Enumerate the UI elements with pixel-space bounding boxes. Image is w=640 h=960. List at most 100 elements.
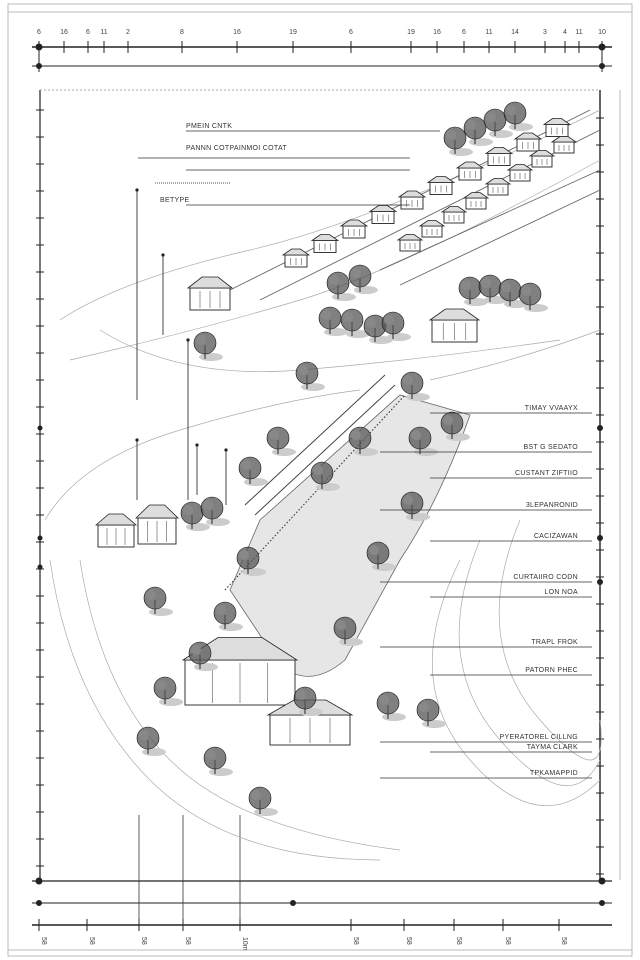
- tree-icon: [340, 308, 370, 338]
- side-scale-ticks: [36, 109, 604, 875]
- tree-icon: [478, 274, 508, 304]
- tree-icon: [400, 371, 430, 401]
- top-ruler-label: 19: [407, 29, 415, 36]
- top-ruler-label: 3: [543, 29, 547, 36]
- promenade-fence: [224, 374, 406, 591]
- tree-icon: [458, 276, 488, 306]
- top-ruler-label: 10: [598, 29, 606, 36]
- side-dimension-lines: [39, 89, 601, 880]
- tree-icon: [348, 426, 378, 456]
- tree-icon: [348, 264, 378, 294]
- top-ruler-label: 19: [289, 29, 297, 36]
- annotation-label: 3LEPANRONID: [526, 502, 578, 509]
- row-house: [513, 132, 543, 152]
- bottom-ruler-label: 58: [140, 937, 147, 945]
- annotation-label: TRAPL FROK: [531, 639, 578, 646]
- row-house: [455, 161, 485, 181]
- annotation-label: PATORN PHEC: [525, 667, 578, 674]
- tree-icon: [463, 116, 493, 146]
- tree-icon: [266, 426, 296, 456]
- tree-icon: [136, 726, 166, 756]
- top-ruler-label: 16: [433, 29, 441, 36]
- row-house: [542, 118, 572, 137]
- bottom-ruler-label: 58: [88, 937, 95, 945]
- tree-icon: [440, 411, 470, 441]
- tree-icon: [310, 461, 340, 491]
- tree-icon: [498, 278, 528, 308]
- row-house: [396, 234, 424, 252]
- drawing-frame: [7, 3, 633, 957]
- tree-icon: [381, 311, 411, 341]
- annotation-label: BST G SEDATO: [523, 444, 578, 451]
- top-ruler-label: 4: [563, 29, 567, 36]
- row-house: [506, 164, 534, 182]
- row-house: [281, 248, 311, 268]
- left-house: [135, 504, 179, 545]
- bottom-ruler-label: 58: [560, 937, 567, 945]
- top-ruler-label: 16: [233, 29, 241, 36]
- top-dimension-ruler: [32, 41, 612, 72]
- annotation-label: PYERATOREL CILLNG: [500, 734, 579, 741]
- clubhouse: [186, 276, 234, 311]
- annotation-label: TPKAMAPPID: [530, 770, 578, 777]
- tree-icon: [376, 691, 406, 721]
- top-ruler-label: 6: [37, 29, 41, 36]
- tree-icon: [318, 306, 348, 336]
- bottom-dimension-ruler: [32, 815, 612, 931]
- bottom-ruler-label: 58: [40, 937, 47, 945]
- annotation-label: LON NOA: [544, 589, 578, 596]
- top-ruler-label: 16: [60, 29, 68, 36]
- tree-icon: [213, 601, 243, 631]
- row-house: [310, 234, 340, 253]
- top-ruler-label: 8: [180, 29, 184, 36]
- tree-icon: [518, 282, 548, 312]
- bottom-ruler-label: 58: [352, 937, 359, 945]
- row-house: [462, 192, 490, 210]
- row-house: [397, 190, 427, 210]
- tree-icon: [295, 361, 325, 391]
- row-house: [550, 136, 578, 154]
- row-house: [484, 147, 514, 166]
- bottom-ruler-label: 10m: [241, 937, 248, 951]
- top-ruler-label: 11: [485, 29, 492, 36]
- top-ruler-label: 6: [349, 29, 353, 36]
- tree-icon: [153, 676, 183, 706]
- row-house: [426, 176, 456, 195]
- row-house: [528, 150, 556, 168]
- trees: [135, 101, 548, 816]
- tree-icon: [200, 496, 230, 526]
- tree-icon: [326, 271, 356, 301]
- row-house: [368, 205, 398, 224]
- top-ruler-label: 14: [511, 29, 519, 36]
- tree-icon: [143, 586, 173, 616]
- tree-icon: [333, 616, 363, 646]
- annotation-label: CACIZAWAN: [534, 533, 578, 540]
- top-ruler-label: 2: [126, 29, 130, 36]
- top-ruler-label: 6: [462, 29, 466, 36]
- row-house: [440, 206, 468, 224]
- tree-icon: [483, 108, 513, 138]
- top-ruler-label: 11: [575, 29, 582, 36]
- tree-icon: [238, 456, 268, 486]
- tree-icon: [293, 686, 323, 716]
- top-ruler-label: 6: [86, 29, 90, 36]
- row-house: [418, 220, 446, 238]
- left-house: [94, 513, 138, 548]
- bottom-ruler-label: 58: [455, 937, 462, 945]
- tree-icon: [236, 546, 266, 576]
- bottom-ruler-label: 58: [504, 937, 511, 945]
- tree-icon: [248, 786, 278, 816]
- villa: [428, 308, 481, 343]
- annotation-label: PMEIN CNTK: [186, 123, 232, 130]
- bottom-ruler-label: 58: [184, 937, 191, 945]
- annotation-label: CURTAIIRO CODN: [513, 574, 578, 581]
- annotation-label: PANNN COTPAINMOI COTAT: [186, 145, 287, 152]
- tree-icon: [193, 331, 223, 361]
- tree-icon: [203, 746, 233, 776]
- annotation-label: TIMAY VVAAYX: [525, 405, 578, 412]
- tree-icon: [366, 541, 396, 571]
